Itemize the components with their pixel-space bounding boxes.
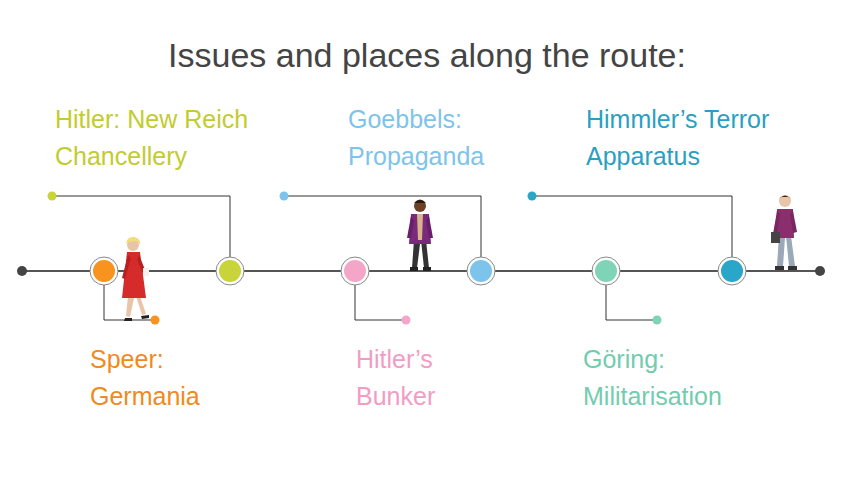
title: Issues and places along the route:	[0, 36, 854, 75]
route-end	[17, 266, 27, 276]
stop-circles	[90, 257, 746, 285]
stop-label: Himmler’s Terror Apparatus	[586, 101, 836, 175]
stop-label: Goebbels: Propaganda	[348, 101, 533, 175]
leader-dots	[48, 192, 662, 325]
walking-man	[407, 200, 433, 272]
standing-man	[771, 195, 797, 270]
leader-lines	[52, 196, 732, 320]
stop-label: Hitler’s Bunker	[356, 341, 481, 415]
stop-label: Göring: Militarisation	[583, 341, 798, 415]
walking-woman	[122, 237, 149, 321]
route-end	[815, 266, 825, 276]
stop-label: Hitler: New Reich Chancellery	[55, 101, 295, 175]
stop-label: Speer: Germania	[90, 341, 240, 415]
